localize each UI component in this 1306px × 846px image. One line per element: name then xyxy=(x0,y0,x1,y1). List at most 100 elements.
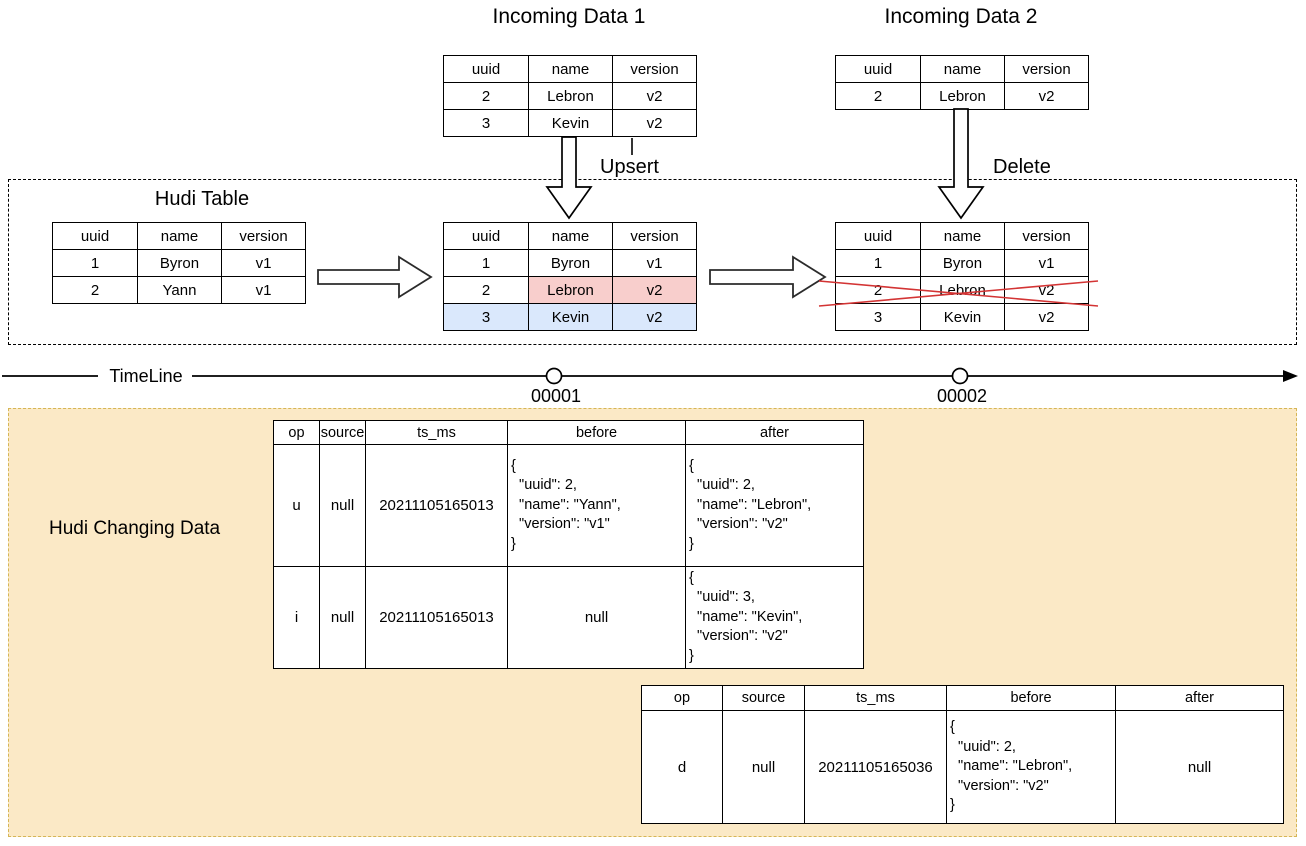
header-row: uuid name version xyxy=(835,222,1089,250)
cell-inserted: Kevin xyxy=(528,303,613,331)
cell: v1 xyxy=(221,249,306,277)
cell: 2 xyxy=(443,276,529,304)
timeline-arrowhead-icon xyxy=(1283,370,1298,382)
cell-inserted: v2 xyxy=(612,303,697,331)
cell-updated: v2 xyxy=(612,276,697,304)
cdc-table-2: op source ts_ms before after d null 2021… xyxy=(641,685,1284,824)
incoming-data-2-title: Incoming Data 2 xyxy=(884,5,1038,28)
cell: 1 xyxy=(835,249,921,277)
column-header-name: name xyxy=(920,222,1005,250)
timeline-instant-2-marker xyxy=(951,367,969,385)
cell: 2 xyxy=(835,276,921,304)
delete-label: Delete xyxy=(993,156,1051,178)
table-row: 2 Lebron v2 xyxy=(835,82,1089,110)
header-row: uuid name version xyxy=(443,55,697,83)
cell: Lebron xyxy=(920,276,1005,304)
cell: Kevin xyxy=(528,109,613,137)
cell: v2 xyxy=(1004,276,1089,304)
hudi-state-after-delete-table: uuid name version 1 Byron v1 2 Lebron v2… xyxy=(835,222,1089,331)
column-header-version: version xyxy=(221,222,306,250)
column-header-before: before xyxy=(946,685,1116,711)
cell: 1 xyxy=(443,249,529,277)
cell-inserted: 3 xyxy=(443,303,529,331)
header-row: uuid name version xyxy=(52,222,306,250)
after-cell: { "uuid": 3, "name": "Kevin", "version":… xyxy=(685,565,864,670)
column-header-name: name xyxy=(137,222,222,250)
timeline-instant-2-label: 00002 xyxy=(936,386,988,406)
cdc-row-update: u null 20211105165013 { "uuid": 2, "name… xyxy=(273,444,864,567)
table-row: 3 Kevin v2 xyxy=(835,303,1089,331)
column-header-uuid: uuid xyxy=(443,222,529,250)
column-header-version: version xyxy=(612,222,697,250)
source-cell: null xyxy=(722,710,805,824)
timeline-instant-1-marker xyxy=(545,367,563,385)
table-row-inserted: 3 Kevin v2 xyxy=(443,303,697,331)
table-row: 1 Byron v1 xyxy=(835,249,1089,277)
column-header-name: name xyxy=(528,222,613,250)
cell: 2 xyxy=(835,82,921,110)
before-cell: null xyxy=(507,565,686,670)
column-header-version: version xyxy=(1004,55,1089,83)
column-header-version: version xyxy=(612,55,697,83)
cell: Kevin xyxy=(920,303,1005,331)
column-header-after: after xyxy=(685,420,864,445)
column-header-uuid: uuid xyxy=(52,222,138,250)
cell: v2 xyxy=(612,109,697,137)
cell: v2 xyxy=(612,82,697,110)
header-row: uuid name version xyxy=(443,222,697,250)
column-header-before: before xyxy=(507,420,686,445)
hudi-table-title: Hudi Table xyxy=(154,188,250,210)
column-header-op: op xyxy=(273,420,320,445)
after-cell: { "uuid": 2, "name": "Lebron", "version"… xyxy=(685,444,864,567)
header-row: op source ts_ms before after xyxy=(641,685,1284,711)
cell: Byron xyxy=(920,249,1005,277)
cell: Lebron xyxy=(528,82,613,110)
before-cell: { "uuid": 2, "name": "Yann", "version": … xyxy=(507,444,686,567)
column-header-uuid: uuid xyxy=(835,55,921,83)
op-cell: d xyxy=(641,710,723,824)
incoming-data-2-table: uuid name version 2 Lebron v2 xyxy=(835,55,1089,110)
incoming-data-1-title: Incoming Data 1 xyxy=(492,5,646,28)
cell: 2 xyxy=(52,276,138,304)
column-header-name: name xyxy=(920,55,1005,83)
after-cell: null xyxy=(1115,710,1284,824)
ts-cell: 20211105165036 xyxy=(804,710,947,824)
column-header-after: after xyxy=(1115,685,1284,711)
cell: v2 xyxy=(1004,82,1089,110)
cell: v2 xyxy=(1004,303,1089,331)
column-header-source: source xyxy=(319,420,366,445)
column-header-ts-ms: ts_ms xyxy=(804,685,947,711)
table-row: 2 Yann v1 xyxy=(52,276,306,304)
table-row: 1 Byron v1 xyxy=(52,249,306,277)
source-cell: null xyxy=(319,565,366,670)
cell: Yann xyxy=(137,276,222,304)
column-header-uuid: uuid xyxy=(443,55,529,83)
ts-cell: 20211105165013 xyxy=(365,565,508,670)
hudi-changing-data-title: Hudi Changing Data xyxy=(49,518,221,539)
cdc-row-delete: d null 20211105165036 { "uuid": 2, "name… xyxy=(641,710,1284,824)
table-row-deleted: 2 Lebron v2 xyxy=(835,276,1089,304)
column-header-name: name xyxy=(528,55,613,83)
cell: v1 xyxy=(1004,249,1089,277)
op-cell: u xyxy=(273,444,320,567)
table-row-updated: 2 Lebron v2 xyxy=(443,276,697,304)
table-row: 1 Byron v1 xyxy=(443,249,697,277)
cell: 1 xyxy=(52,249,138,277)
cell: v1 xyxy=(221,276,306,304)
before-cell: { "uuid": 2, "name": "Lebron", "version"… xyxy=(946,710,1116,824)
table-row: 2 Lebron v2 xyxy=(443,82,697,110)
cell: 3 xyxy=(835,303,921,331)
header-row: op source ts_ms before after xyxy=(273,420,864,445)
hudi-state-initial-table: uuid name version 1 Byron v1 2 Yann v1 xyxy=(52,222,306,304)
hudi-table-container xyxy=(8,179,1297,345)
op-cell: i xyxy=(273,565,320,670)
column-header-source: source xyxy=(722,685,805,711)
table-row: 3 Kevin v2 xyxy=(443,109,697,137)
timeline-label: TimeLine xyxy=(109,366,183,386)
column-header-uuid: uuid xyxy=(835,222,921,250)
column-header-version: version xyxy=(1004,222,1089,250)
incoming-data-1-table: uuid name version 2 Lebron v2 3 Kevin v2 xyxy=(443,55,697,137)
source-cell: null xyxy=(319,444,366,567)
column-header-op: op xyxy=(641,685,723,711)
